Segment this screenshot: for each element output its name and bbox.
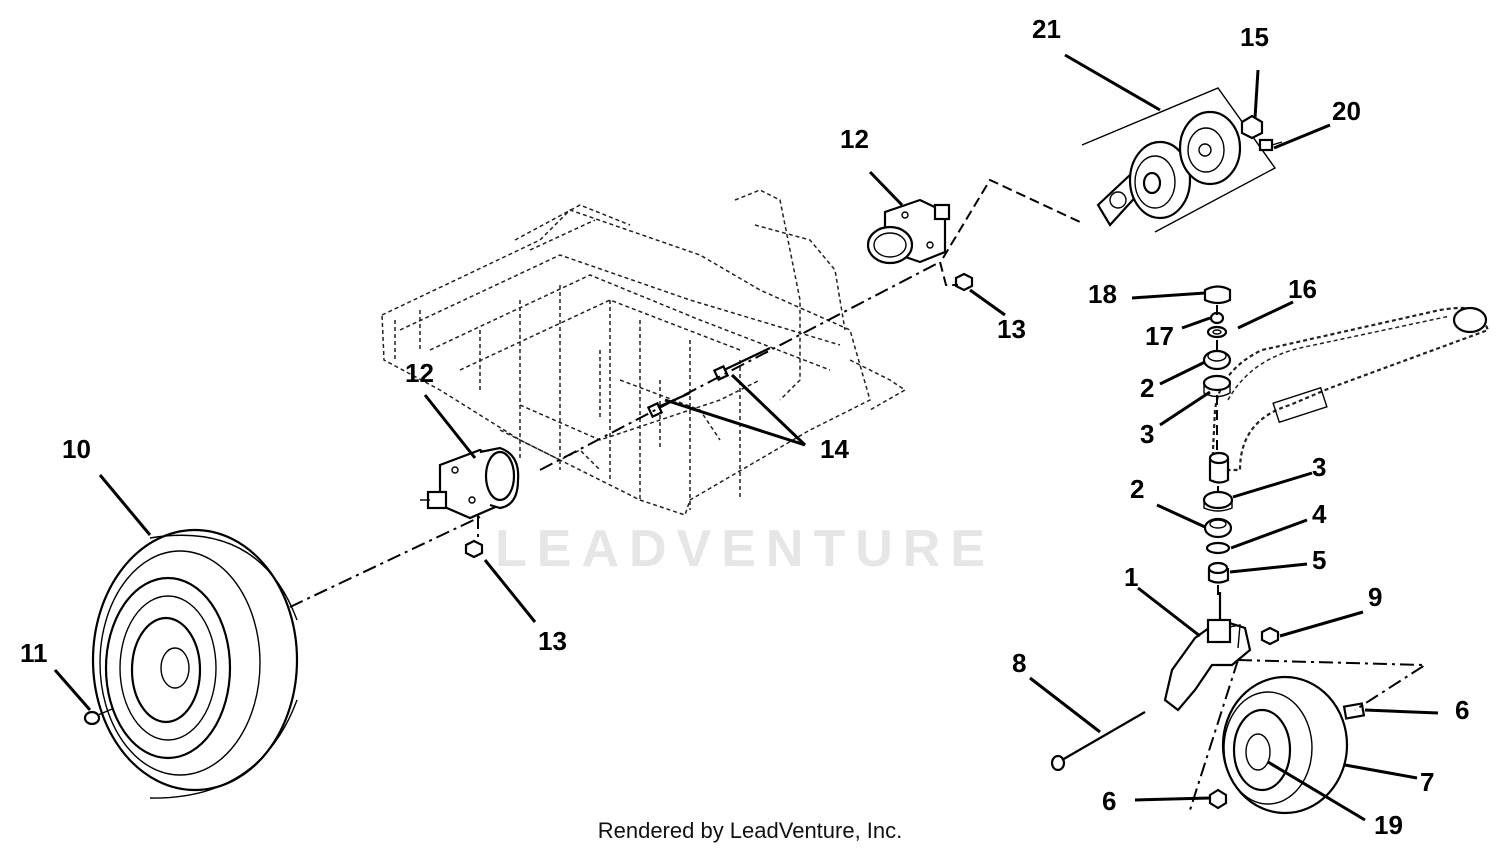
caster-nut-9 [1260, 626, 1280, 646]
front-caster-wheel [1221, 675, 1349, 815]
callout-3-upper: 3 [1140, 419, 1154, 449]
callout-19: 19 [1374, 810, 1403, 840]
callout-13-right: 13 [997, 314, 1026, 344]
washer-16 [1206, 325, 1228, 339]
callout-11: 11 [20, 638, 48, 668]
wheel-motor-right [866, 198, 951, 265]
frame-bolt-upper [712, 347, 771, 382]
spacer-6-upper [1342, 702, 1366, 720]
callout-3-lower: 3 [1312, 452, 1326, 482]
leader-lines [53, 53, 1439, 822]
axle-bolt-8 [1050, 711, 1146, 772]
callout-16: 16 [1288, 274, 1317, 304]
callout-13-left: 13 [538, 626, 567, 656]
callout-6-left: 6 [1102, 786, 1116, 816]
spacer-5 [1207, 561, 1230, 584]
wheel-motor-left [420, 446, 520, 520]
callout-1: 1 [1124, 562, 1138, 592]
callout-5: 5 [1312, 545, 1326, 575]
dust-cap-18 [1203, 285, 1232, 305]
callout-4: 4 [1312, 499, 1327, 529]
wheel-bolt [83, 708, 113, 726]
footer-credit: Rendered by LeadVenture, Inc. [597, 818, 903, 843]
callout-21: 21 [1032, 14, 1061, 44]
callout-7: 7 [1420, 767, 1434, 797]
watermark-text: LEADVENTURE [495, 520, 995, 578]
bearing-race-3-lower [1202, 490, 1234, 512]
callout-10: 10 [62, 434, 91, 464]
clutch-pulley [1128, 140, 1192, 220]
callout-2-upper: 2 [1140, 373, 1154, 403]
callout-14: 14 [820, 434, 849, 464]
hex-nut-13-right [954, 272, 974, 292]
spacer-6-lower [1208, 788, 1228, 810]
callout-12-right: 12 [840, 124, 869, 154]
callout-15: 15 [1240, 22, 1269, 52]
caster-fork [1163, 592, 1252, 712]
callout-9: 9 [1368, 582, 1382, 612]
washer-4 [1205, 541, 1231, 555]
callout-20: 20 [1332, 96, 1361, 126]
bearing-race-3-upper [1202, 374, 1232, 398]
callout-2-lower: 2 [1130, 474, 1144, 504]
bearing-2-lower [1203, 517, 1233, 539]
bolt-20 [1258, 138, 1283, 152]
drive-hub [1178, 110, 1242, 186]
pivot-tube [1208, 451, 1230, 484]
front-axle-arm [1210, 306, 1490, 472]
alignment-lines [289, 178, 1429, 811]
callout-6-right: 6 [1455, 695, 1469, 725]
callout-12-left: 12 [405, 358, 434, 388]
callout-8: 8 [1012, 648, 1026, 678]
callout-17: 17 [1145, 321, 1174, 351]
callout-numbers: 21 15 20 12 18 16 17 2 3 13 12 14 10 3 2… [20, 14, 1469, 840]
hex-nut-13-left [464, 539, 484, 559]
callout-18: 18 [1088, 279, 1117, 309]
rear-wheel-tire [91, 528, 299, 799]
bearing-2-upper [1202, 349, 1232, 371]
hex-nut-15 [1240, 114, 1264, 140]
